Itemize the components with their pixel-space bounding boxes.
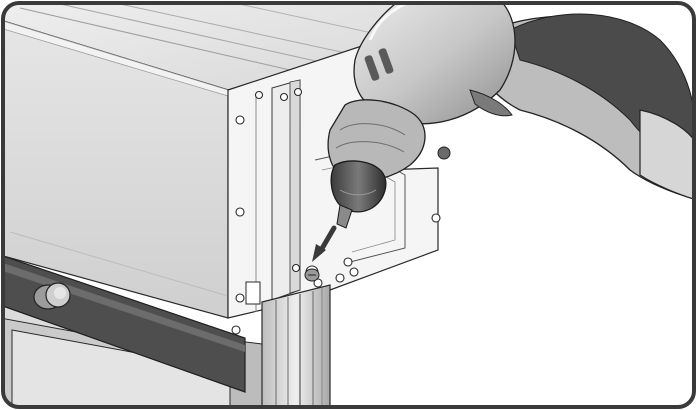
drill-vents <box>364 48 394 81</box>
drill-switch-icon <box>437 146 451 160</box>
screw <box>304 268 320 282</box>
cordless-drill <box>327 3 694 229</box>
window-frame <box>3 299 271 407</box>
drill-chuck <box>330 160 387 213</box>
mounting-holes <box>231 87 441 335</box>
drill-bit <box>336 204 353 229</box>
rail-knob <box>33 282 71 310</box>
direction-arrow-icon <box>312 225 337 262</box>
vertical-rail-profile <box>261 284 331 407</box>
drill-battery <box>639 109 694 201</box>
